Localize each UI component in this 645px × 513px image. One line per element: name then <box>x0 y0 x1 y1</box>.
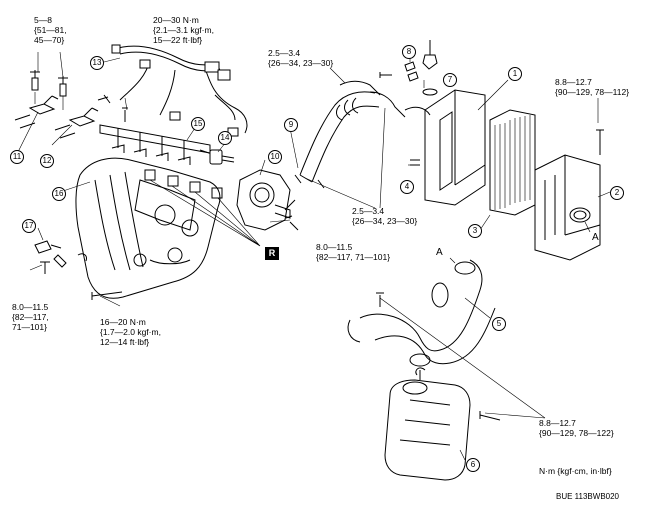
callout-2: 2 <box>610 186 624 200</box>
units-note: N·m {kgf·cm, in·lbf} <box>539 466 612 476</box>
intake-manifold <box>75 157 261 299</box>
sensor-parts <box>379 40 438 96</box>
callout-4: 4 <box>400 180 414 194</box>
fuel-injectors <box>14 70 111 139</box>
ref-letter-a-case: A <box>592 232 599 243</box>
callout-13: 13 <box>90 56 104 70</box>
torque-label-injector-bolt: 5—8 {51—81, 45—70} <box>34 15 67 45</box>
resonance-chamber <box>384 367 471 481</box>
torque-label-case-bolt: 8.8—12.7 {90—129, 78—112} <box>555 77 630 97</box>
resonance-duct <box>347 259 496 367</box>
callout-11: 11 <box>10 150 24 164</box>
wiring-harness <box>111 44 248 137</box>
fuel-rail <box>99 124 221 165</box>
ref-letter-a-duct: A <box>436 247 443 258</box>
air-cleaner-case <box>534 154 601 261</box>
callout-14: 14 <box>218 131 232 145</box>
callout-7: 7 <box>443 73 457 87</box>
callout-16: 16 <box>52 187 66 201</box>
callout-5: 5 <box>492 317 506 331</box>
callout-3: 3 <box>468 224 482 238</box>
torque-label-manifold-bolt: 16—20 N·m {1.7—2.0 kgf·m, 12—14 ft·lbf} <box>100 317 161 347</box>
callout-1: 1 <box>508 67 522 81</box>
pressure-regulator <box>209 149 235 165</box>
figure-code: BUE 113BWB020 <box>556 492 619 501</box>
torque-label-hose-clamp-lower: 2.5—3.4 {26—34, 23—30} <box>352 206 418 226</box>
torque-label-throttle-body: 8.0—11.5 {82—117, 71—101} <box>316 242 391 262</box>
air-cleaner-cover <box>404 89 486 206</box>
callout-17: 17 <box>22 219 36 233</box>
air-temp-sensor <box>34 240 87 268</box>
torque-label-hose-clamp-upper: 2.5—3.4 {26—34, 23—30} <box>268 48 334 68</box>
air-intake-hose <box>294 80 406 189</box>
ref-mark-r: R <box>265 247 279 260</box>
torque-label-sensor-bolt: 8.0—11.5 {82—117, 71—101} <box>12 302 49 332</box>
torque-label-chamber-bolt: 8.8—12.7 {90—129, 78—122} <box>539 418 614 438</box>
callout-9: 9 <box>284 118 298 132</box>
callout-15: 15 <box>191 117 205 131</box>
callout-6: 6 <box>466 458 480 472</box>
torque-label-harness-bolt: 20—30 N·m {2.1—3.1 kgf·m, 15—22 ft·lbf} <box>153 15 214 45</box>
callout-8: 8 <box>402 45 416 59</box>
bolts <box>40 107 604 421</box>
callout-10: 10 <box>268 150 282 164</box>
callout-12: 12 <box>40 154 54 168</box>
throttle-body <box>236 169 296 231</box>
air-filter-element <box>489 109 536 216</box>
leader-lines <box>17 51 611 461</box>
